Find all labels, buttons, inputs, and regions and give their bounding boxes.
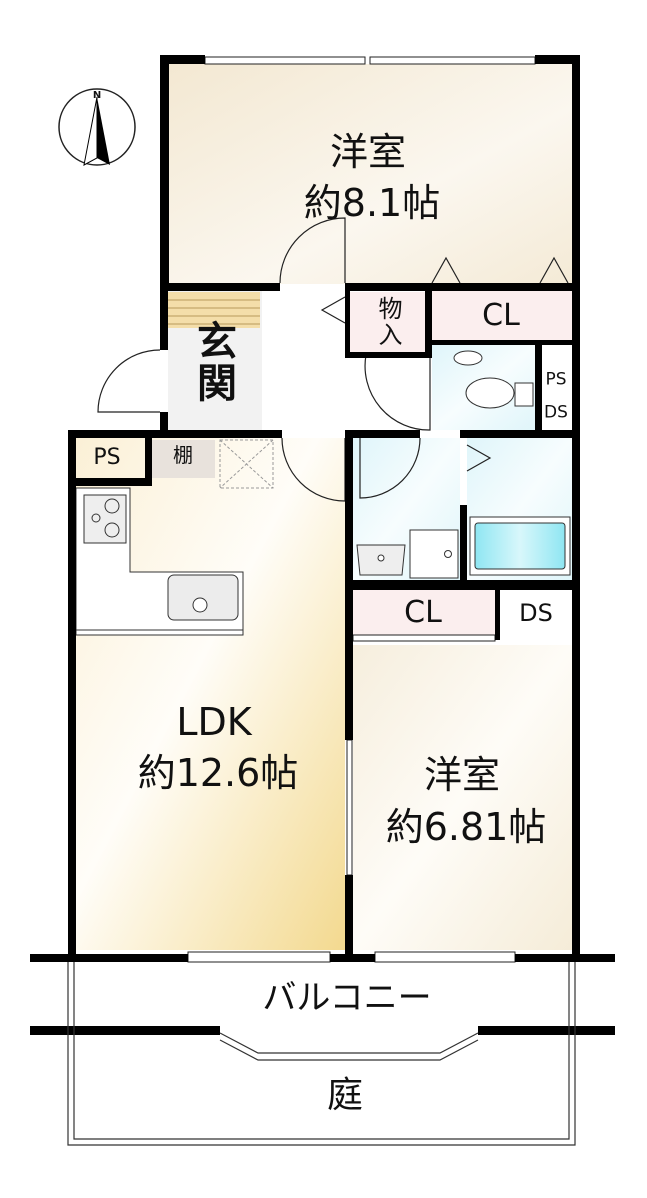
storage-label: 物入 xyxy=(374,296,402,348)
compass-north-label: N xyxy=(92,90,102,101)
ds-mid-label: DS xyxy=(519,599,553,627)
shelf-label: 棚 xyxy=(173,443,193,467)
western-room-1-size: 約8.1帖 xyxy=(303,181,441,225)
sink-icon xyxy=(167,574,239,621)
north-compass-icon xyxy=(58,88,136,166)
fridge-space xyxy=(219,439,274,489)
closet-mid-label: CL xyxy=(404,595,442,630)
garden-label: 庭 xyxy=(326,1075,364,1116)
door-swings xyxy=(97,217,569,502)
toilet-icon xyxy=(465,377,534,409)
western-room-1-name: 洋室 xyxy=(329,130,407,174)
closet-top-label: CL xyxy=(482,298,520,333)
western-room-1-floor xyxy=(168,64,572,284)
walls xyxy=(30,55,615,1035)
washbasin-icon xyxy=(356,544,406,576)
balcony-outline xyxy=(67,962,576,1146)
balcony-label: バルコニー xyxy=(262,978,432,1018)
shoe-cabinet xyxy=(168,292,260,328)
ps-left-label: PS xyxy=(93,445,121,470)
stove-icon xyxy=(83,494,127,544)
western-room-2-floor xyxy=(353,645,572,950)
western-room-2-name: 洋室 xyxy=(423,753,501,797)
entrance-label: 玄関 xyxy=(190,320,236,404)
shelf-floor xyxy=(150,440,215,478)
ldk-size: 約12.6帖 xyxy=(137,751,299,795)
ldk-name: LDK xyxy=(176,700,252,744)
toilet-ds-label: DS xyxy=(544,402,568,423)
bathtub-icon xyxy=(469,516,571,576)
western-room-2-size: 約6.81帖 xyxy=(385,805,547,849)
storage-floor xyxy=(345,292,425,352)
hand-basin-icon xyxy=(453,350,483,366)
toilet-ps-label: PS xyxy=(545,369,567,390)
closet-top-floor xyxy=(432,290,572,340)
closet-mid-floor xyxy=(353,590,495,638)
